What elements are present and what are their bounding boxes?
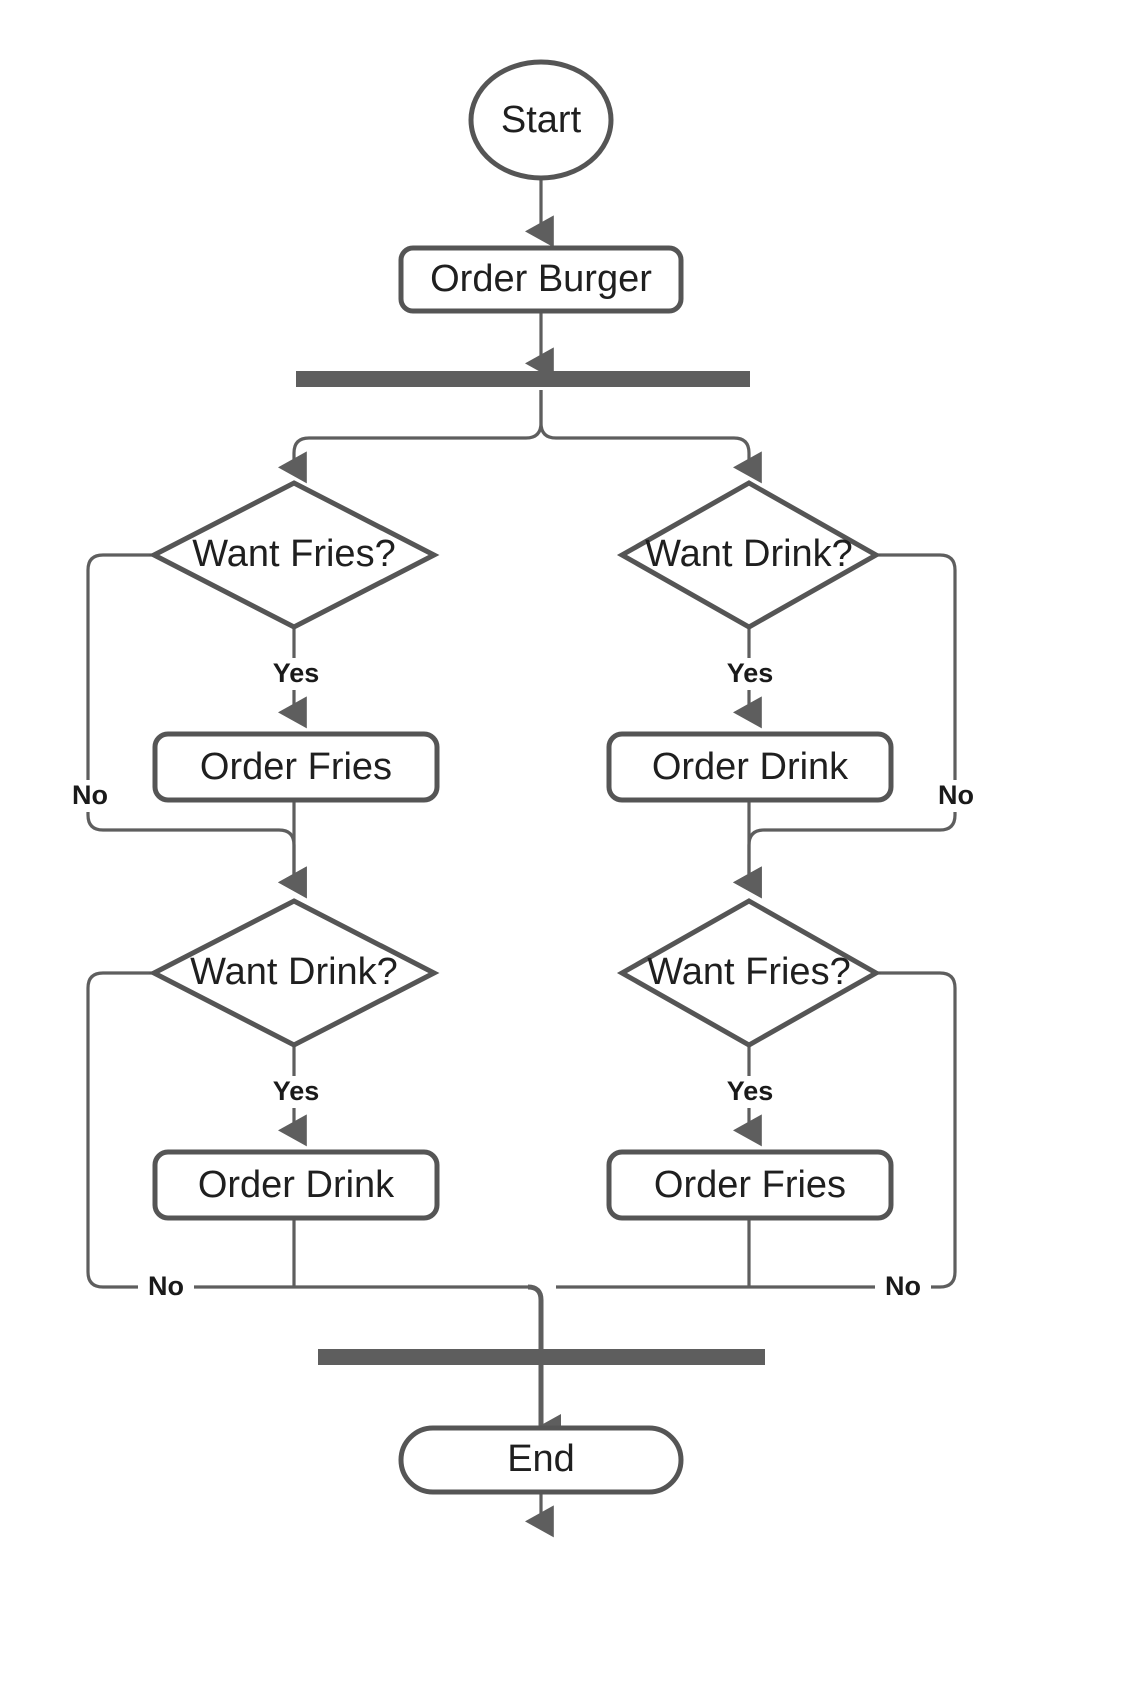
want-fries-left-label: Want Fries? — [192, 533, 395, 575]
order-burger-rect — [398, 245, 684, 314]
svg-text:Yes: Yes — [273, 658, 320, 688]
order-drink-right-label: Order Drink — [652, 746, 849, 788]
node-order-fries-left[interactable]: Order Fries — [152, 731, 440, 803]
start-label: Start — [501, 99, 582, 141]
order-drink-right-rect — [606, 731, 894, 803]
edge-fork-to-want-fries-left — [278, 390, 543, 484]
edge-label-want-drink-left-yes: Yes — [262, 1076, 326, 1108]
end-stadium — [398, 1425, 684, 1495]
join-bar — [318, 1349, 765, 1365]
node-start[interactable]: Start — [468, 59, 614, 181]
svg-text:No: No — [938, 780, 974, 810]
want-fries-right-label: Want Fries? — [647, 951, 850, 993]
edge-want-fries-left-no — [86, 553, 307, 899]
edge-want-fries-right-no — [556, 971, 957, 1289]
node-want-fries-right[interactable]: Want Fries? — [616, 898, 882, 1048]
node-order-fries-right[interactable]: Order Fries — [606, 1149, 894, 1221]
node-order-drink-right[interactable]: Order Drink — [606, 731, 894, 803]
node-end[interactable]: End — [398, 1425, 684, 1495]
order-fries-right-label: Order Fries — [654, 1164, 846, 1206]
order-drink-left-rect — [152, 1149, 440, 1221]
want-drink-left-label: Want Drink? — [190, 951, 398, 993]
edge-want-drink-right-no — [733, 553, 957, 899]
edge-label-want-fries-left-yes: Yes — [262, 658, 326, 690]
want-drink-right-diamond — [616, 480, 882, 630]
edge-want-drink-left-no — [86, 971, 528, 1289]
svg-text:No: No — [885, 1271, 921, 1301]
edge-merge-to-join-bar — [516, 1284, 561, 1465]
edge-label-want-fries-right-no: No — [875, 1271, 931, 1303]
want-drink-right-label: Want Drink? — [645, 533, 853, 575]
want-drink-left-diamond — [148, 898, 440, 1048]
svg-text:Yes: Yes — [727, 1076, 774, 1106]
svg-text:Yes: Yes — [727, 658, 774, 688]
svg-text:No: No — [148, 1271, 184, 1301]
edge-label-want-fries-right-yes: Yes — [716, 1076, 780, 1108]
order-drink-left-label: Order Drink — [198, 1164, 395, 1206]
order-fries-left-label: Order Fries — [200, 746, 392, 788]
start-ellipse — [468, 59, 614, 181]
order-burger-label: Order Burger — [430, 258, 652, 300]
node-order-burger[interactable]: Order Burger — [398, 245, 684, 314]
edge-label-want-drink-right-no: No — [928, 780, 984, 812]
edge-label-want-drink-right-yes: Yes — [716, 658, 780, 690]
order-fries-left-rect — [152, 731, 440, 803]
svg-text:No: No — [72, 780, 108, 810]
edge-fork-to-want-drink-right — [539, 390, 762, 484]
node-want-drink-right[interactable]: Want Drink? — [616, 480, 882, 630]
node-want-fries-left[interactable]: Want Fries? — [148, 480, 440, 630]
edge-label-want-fries-left-no: No — [62, 780, 118, 812]
edge-label-want-drink-left-no: No — [138, 1271, 194, 1303]
end-label: End — [507, 1438, 575, 1480]
want-fries-right-diamond — [616, 898, 882, 1048]
svg-text:Yes: Yes — [273, 1076, 320, 1106]
node-want-drink-left[interactable]: Want Drink? — [148, 898, 440, 1048]
want-fries-left-diamond — [148, 480, 440, 630]
node-order-drink-left[interactable]: Order Drink — [152, 1149, 440, 1221]
fork-bar — [296, 371, 750, 387]
order-fries-right-rect — [606, 1149, 894, 1221]
